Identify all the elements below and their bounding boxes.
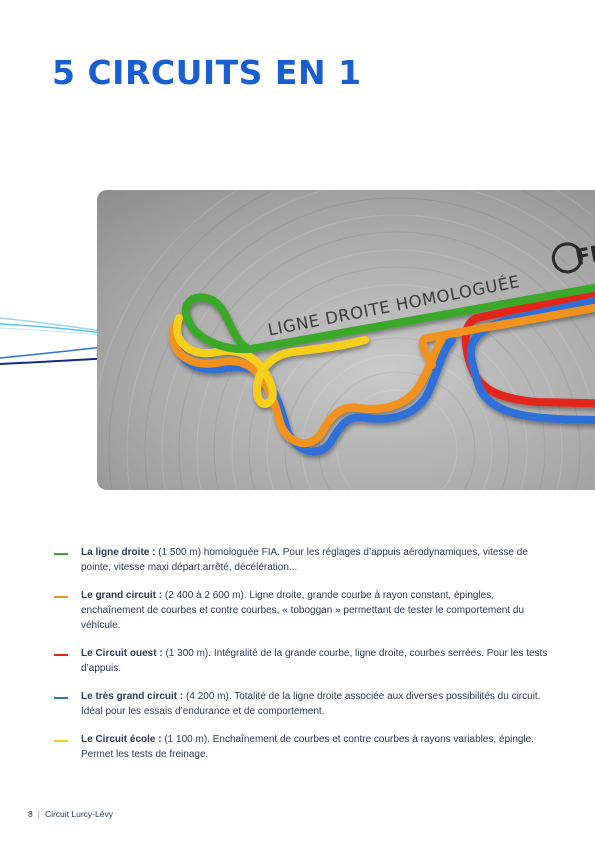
legend-item-title: Le grand circuit : (81, 590, 163, 601)
legend-swatch-red (54, 654, 68, 656)
legend-item-circuit-ecole: Le Circuit école : (1 100 m). Enchaîneme… (54, 732, 554, 762)
track-orange (169, 303, 595, 448)
circuit-map-figure: LIGNE DROITE HOMOLOGUÉE FIA (97, 190, 595, 490)
legend-item-ligne-droite: La ligne droite : (1 500 m) homologuée F… (54, 545, 554, 575)
legend-item-tres-grand-circuit: Le très grand circuit : (4 200 m). Total… (54, 689, 554, 719)
page-number: 8 (28, 809, 33, 819)
track-blue (173, 296, 595, 456)
legend-swatch-blue (54, 697, 68, 699)
legend-item-circuit-ouest: Le Circuit ouest : (1 300 m). Intégralit… (54, 646, 554, 676)
legend-item-title: La ligne droite : (81, 547, 156, 558)
legend-item-description: (1 500 m) homologuée FIA. Pour les régla… (81, 547, 528, 573)
legend-item-description: (1 100 m). Enchaînement de courbes et co… (81, 734, 535, 760)
legend-swatch-orange (54, 596, 68, 598)
legend-item-title: Le Circuit école : (81, 734, 162, 745)
svg-text:FIA: FIA (573, 239, 595, 271)
legend-item-title: Le Circuit ouest : (81, 648, 163, 659)
document-name: Circuit Lurcy-Lévy (44, 809, 113, 819)
legend-item-description: (1 300 m). Intégralité de la grande cour… (81, 648, 548, 674)
decorative-streaks (0, 317, 110, 365)
legend-swatch-green (54, 553, 68, 555)
circuit-legend: La ligne droite : (1 500 m) homologuée F… (54, 545, 554, 775)
track-green (181, 283, 595, 353)
legend-swatch-yellow (54, 740, 68, 742)
page-title: 5 CIRCUITS EN 1 (52, 53, 362, 92)
footer-separator: | (37, 809, 40, 819)
legend-item-title: Le très grand circuit : (81, 691, 184, 702)
legend-item-grand-circuit: Le grand circuit : (2 400 à 2 600 m). Li… (54, 588, 554, 633)
fia-logo: FIA (551, 239, 595, 274)
track-yellow (173, 314, 369, 408)
legend-item-description: (2 400 à 2 600 m). Ligne droite, grande … (81, 590, 525, 631)
page-footer: 8 | Circuit Lurcy-Lévy (28, 809, 113, 819)
legend-item-description: (4 200 m). Totalité de la ligne droite a… (81, 691, 541, 717)
